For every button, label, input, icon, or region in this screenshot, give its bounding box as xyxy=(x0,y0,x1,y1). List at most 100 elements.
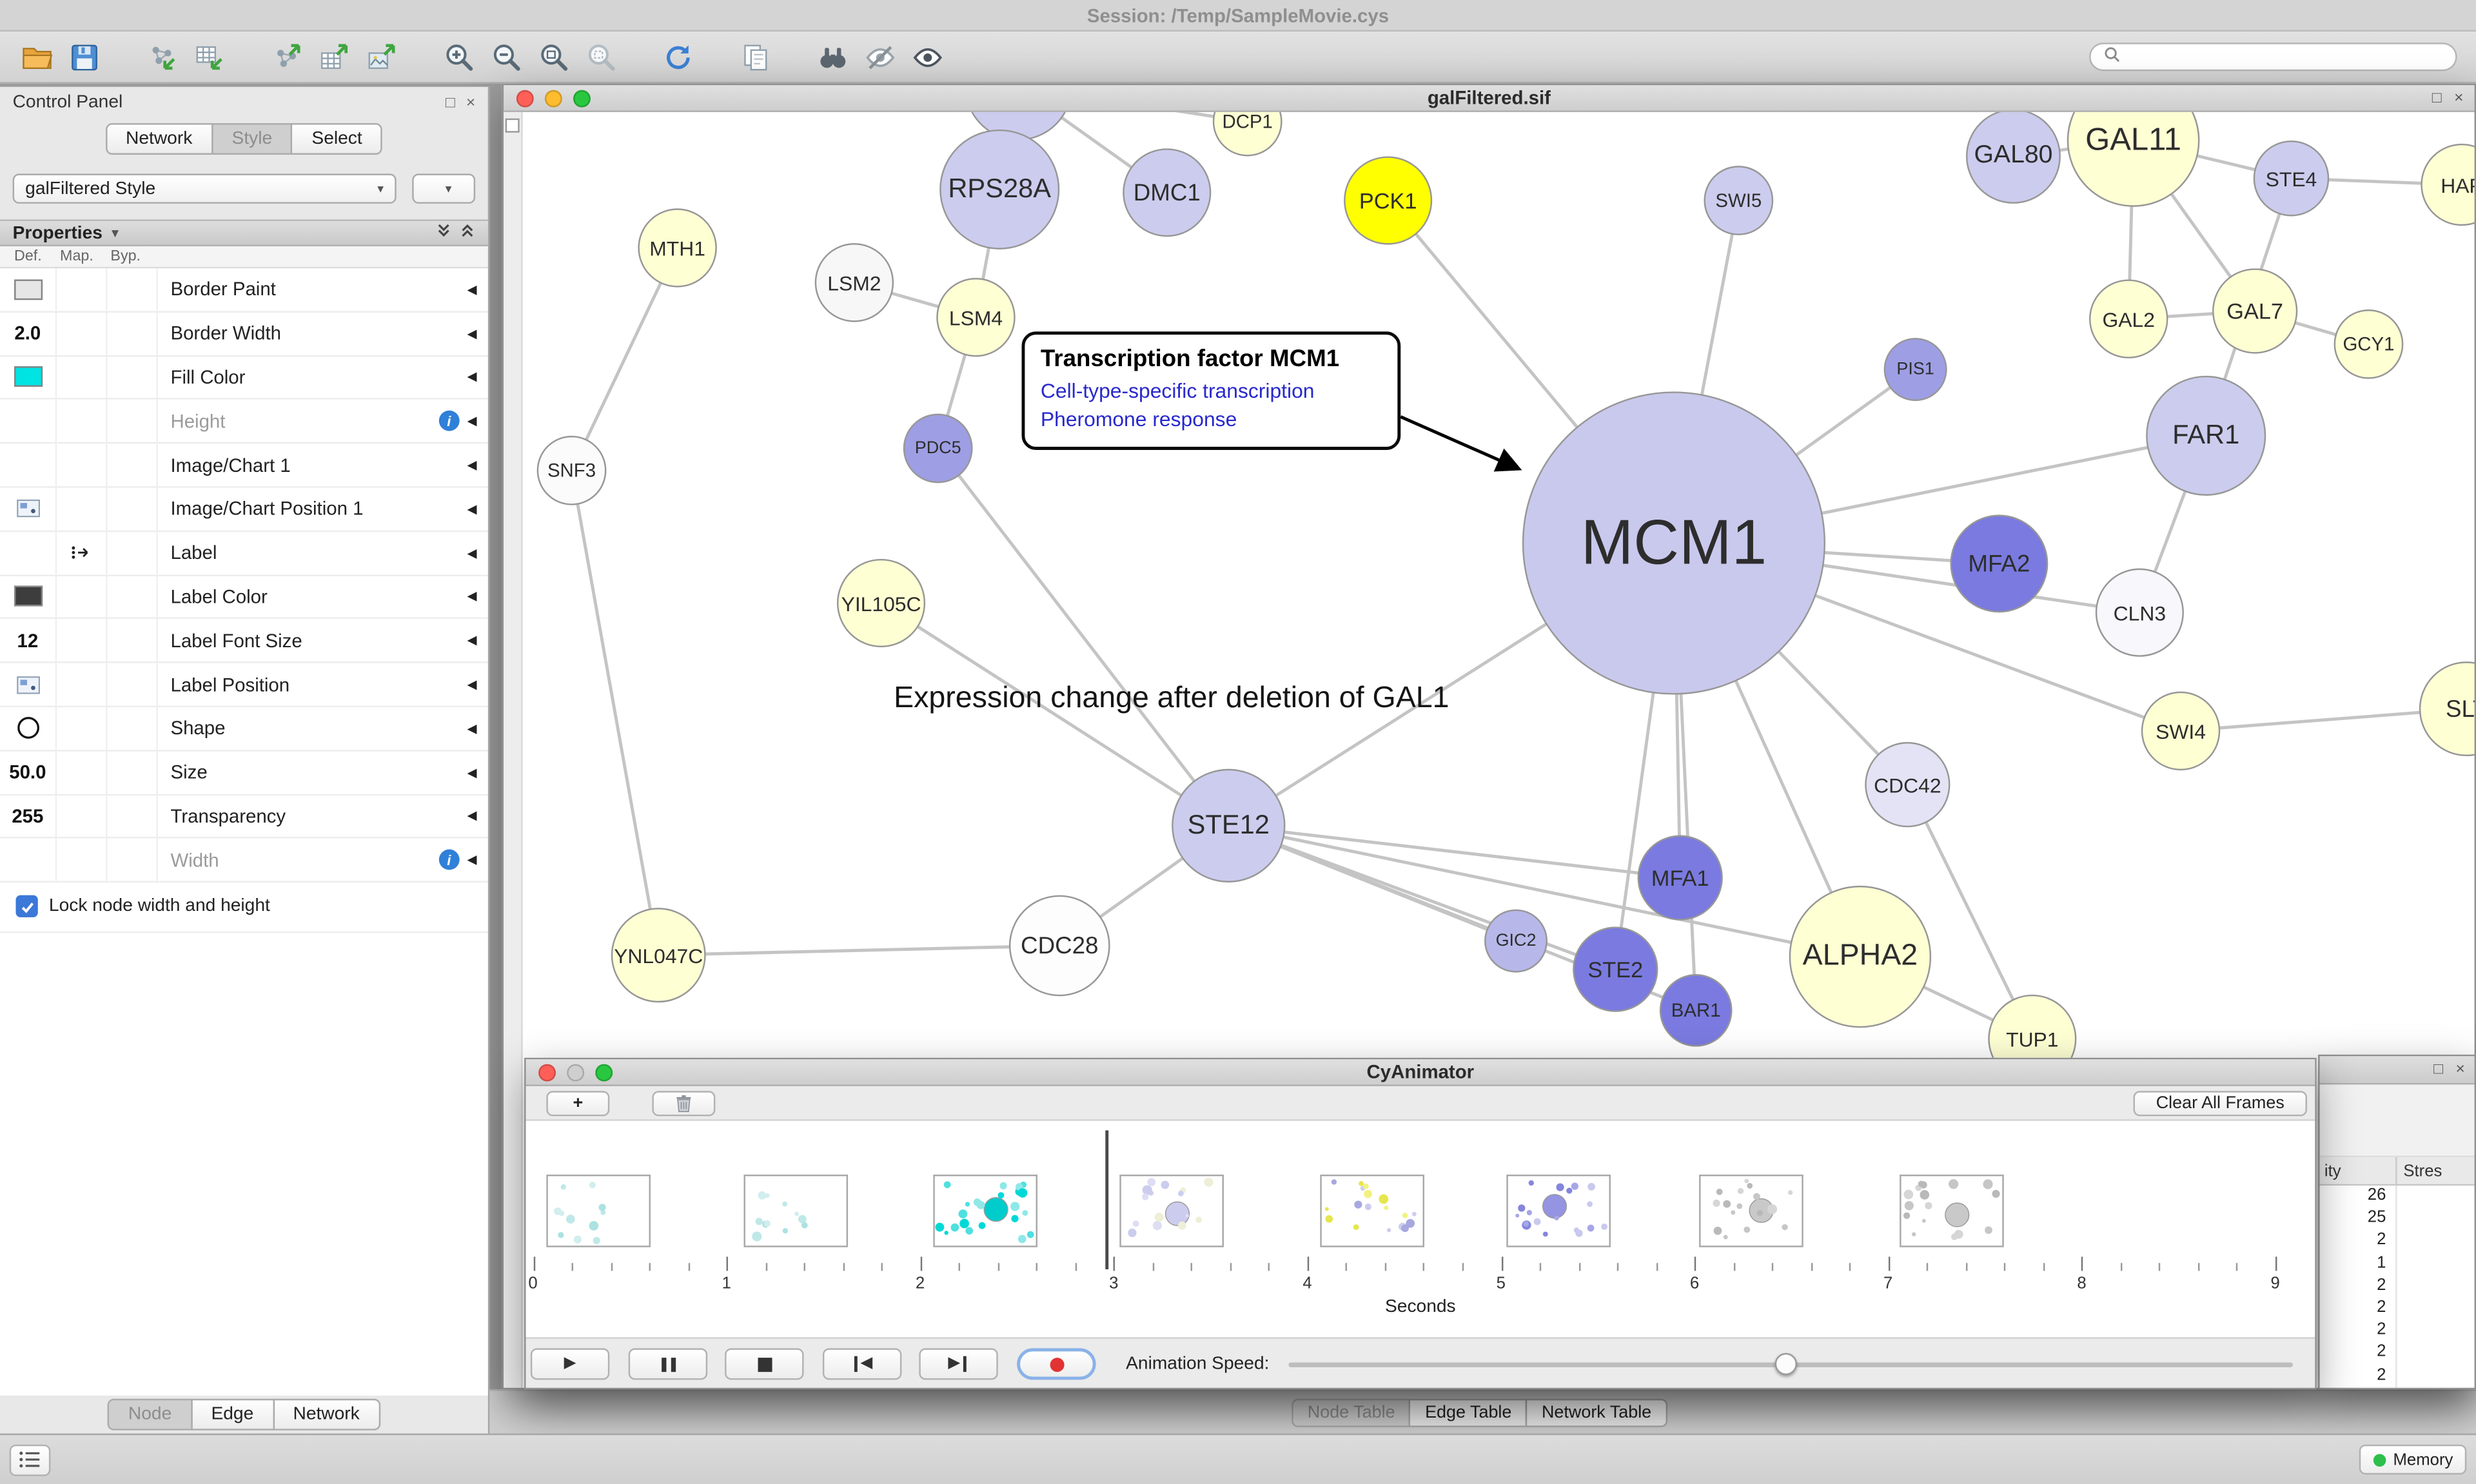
close-window-icon[interactable] xyxy=(538,1063,556,1081)
tab-style[interactable]: Style xyxy=(211,123,293,155)
expand-arrow-icon[interactable]: ◀ xyxy=(467,677,477,692)
close-window-icon[interactable]: × xyxy=(2455,1060,2465,1079)
zoom-window-icon[interactable] xyxy=(573,89,591,107)
node-mfa1[interactable]: MFA1 xyxy=(1637,835,1723,921)
table-cell[interactable]: 2 xyxy=(2320,1320,2397,1343)
zoom-window-icon[interactable] xyxy=(595,1063,613,1081)
tab-select[interactable]: Select xyxy=(291,123,383,155)
task-history-icon[interactable] xyxy=(9,1443,51,1476)
table-row[interactable]: 2 xyxy=(2320,1320,2475,1343)
node-ste4[interactable]: STE4 xyxy=(2253,140,2330,217)
property-row-fill-color[interactable]: Fill Color◀ xyxy=(0,356,488,400)
expand-arrow-icon[interactable]: ◀ xyxy=(467,545,477,560)
lock-size-checkbox[interactable] xyxy=(15,895,38,918)
bypass-cell[interactable] xyxy=(108,751,158,794)
zoom-fit-icon[interactable] xyxy=(529,36,576,77)
expand-arrow-icon[interactable]: ◀ xyxy=(467,414,477,429)
stop-button[interactable] xyxy=(725,1348,804,1380)
mapping-cell[interactable] xyxy=(57,707,108,750)
default-value-cell[interactable]: 50.0 xyxy=(0,751,57,794)
node-ste2[interactable]: STE2 xyxy=(1573,926,1658,1012)
node-cdc42[interactable]: CDC42 xyxy=(1865,742,1950,828)
table-window-titlebar[interactable]: □ × xyxy=(2319,1056,2475,1085)
table-cell[interactable]: 2 xyxy=(2320,1230,2397,1253)
default-value-cell[interactable] xyxy=(0,444,57,487)
mapping-cell[interactable] xyxy=(57,751,108,794)
table-cell[interactable]: 1 xyxy=(2320,1253,2397,1276)
mapping-cell[interactable] xyxy=(57,400,108,443)
default-value-cell[interactable]: 2.0 xyxy=(0,312,57,355)
node-mfa2[interactable]: MFA2 xyxy=(1950,514,2049,613)
bypass-cell[interactable] xyxy=(108,575,158,618)
bypass-cell[interactable] xyxy=(108,356,158,399)
close-window-icon[interactable] xyxy=(516,89,534,107)
mapping-cell[interactable] xyxy=(57,444,108,487)
node-far1[interactable]: FAR1 xyxy=(2146,375,2266,496)
bypass-cell[interactable] xyxy=(108,531,158,574)
expand-arrow-icon[interactable]: ◀ xyxy=(467,458,477,473)
save-icon[interactable] xyxy=(60,36,107,77)
expand-arrow-icon[interactable]: ◀ xyxy=(467,282,477,297)
navigator-box[interactable] xyxy=(505,118,520,133)
open-folder-icon[interactable] xyxy=(13,36,60,77)
node-gic2[interactable]: GIC2 xyxy=(1484,909,1548,973)
style-target-tab-edge[interactable]: Edge xyxy=(190,1398,275,1430)
default-value-cell[interactable] xyxy=(0,268,57,311)
frame-thumbnail-5[interactable] xyxy=(1506,1175,1611,1247)
hide-details-icon[interactable] xyxy=(856,36,903,77)
collapse-all-icon[interactable] xyxy=(436,222,451,243)
mapping-cell[interactable] xyxy=(57,268,108,311)
timeline-playhead[interactable] xyxy=(1105,1130,1108,1269)
property-row-label-color[interactable]: Label Color◀ xyxy=(0,575,488,620)
annotation-link[interactable]: Cell-type-specific transcription xyxy=(1040,378,1315,403)
default-value-cell[interactable]: 255 xyxy=(0,795,57,837)
node-ste12[interactable]: STE12 xyxy=(1172,768,1286,883)
snapshot-icon[interactable] xyxy=(731,36,778,77)
style-target-tab-node[interactable]: Node xyxy=(108,1398,193,1430)
table-row[interactable]: 2 xyxy=(2320,1275,2475,1298)
tab-network[interactable]: Network xyxy=(105,123,213,155)
mapping-cell[interactable] xyxy=(57,619,108,662)
properties-section-header[interactable]: Properties ▾ xyxy=(0,219,488,247)
mapping-cell[interactable] xyxy=(57,839,108,881)
expand-arrow-icon[interactable]: ◀ xyxy=(467,808,477,824)
node-pdc5[interactable]: PDC5 xyxy=(903,413,973,483)
table-cell[interactable]: 2 xyxy=(2320,1297,2397,1320)
import-network-icon[interactable] xyxy=(137,36,184,77)
expand-all-icon[interactable] xyxy=(460,222,475,243)
clear-all-frames-button[interactable]: Clear All Frames xyxy=(2133,1090,2307,1116)
frame-thumbnail-2[interactable] xyxy=(933,1175,1037,1247)
expand-arrow-icon[interactable]: ◀ xyxy=(467,589,477,604)
default-value-cell[interactable] xyxy=(0,531,57,574)
memory-button[interactable]: Memory xyxy=(2359,1444,2467,1475)
table-row[interactable]: 2 xyxy=(2320,1365,2475,1387)
add-frame-button[interactable]: + xyxy=(546,1090,610,1116)
import-table-icon[interactable] xyxy=(185,36,232,77)
table-cell[interactable]: 2 xyxy=(2320,1365,2397,1387)
frame-thumbnail-7[interactable] xyxy=(1900,1175,2004,1247)
table-tab-network-table[interactable]: Network Table xyxy=(1526,1398,1667,1427)
table-cell[interactable]: 25 xyxy=(2320,1207,2397,1231)
mapping-cell[interactable] xyxy=(57,487,108,531)
previous-button[interactable]: ◀ xyxy=(822,1348,902,1380)
node-ynl047c[interactable]: YNL047C xyxy=(611,908,706,1003)
property-row-label[interactable]: Label◀ xyxy=(0,531,488,576)
close-view-icon[interactable]: × xyxy=(2454,89,2464,107)
node-snf3[interactable]: SNF3 xyxy=(536,435,607,505)
export-network-icon[interactable] xyxy=(262,36,310,77)
expand-arrow-icon[interactable]: ◀ xyxy=(467,853,477,868)
node-swi4[interactable]: SWI4 xyxy=(2141,691,2221,771)
node-gal2[interactable]: GAL2 xyxy=(2089,279,2168,358)
node-gcy1[interactable]: GCY1 xyxy=(2334,309,2404,379)
record-button[interactable] xyxy=(1017,1348,1096,1380)
table-row[interactable]: 1 xyxy=(2320,1253,2475,1276)
property-row-border-paint[interactable]: Border Paint◀ xyxy=(0,268,488,313)
icon-circle[interactable] xyxy=(0,707,57,750)
property-row-shape[interactable]: Shape◀ xyxy=(0,707,488,752)
color-swatch[interactable] xyxy=(13,586,42,607)
zoom-selected-icon[interactable] xyxy=(576,36,624,77)
